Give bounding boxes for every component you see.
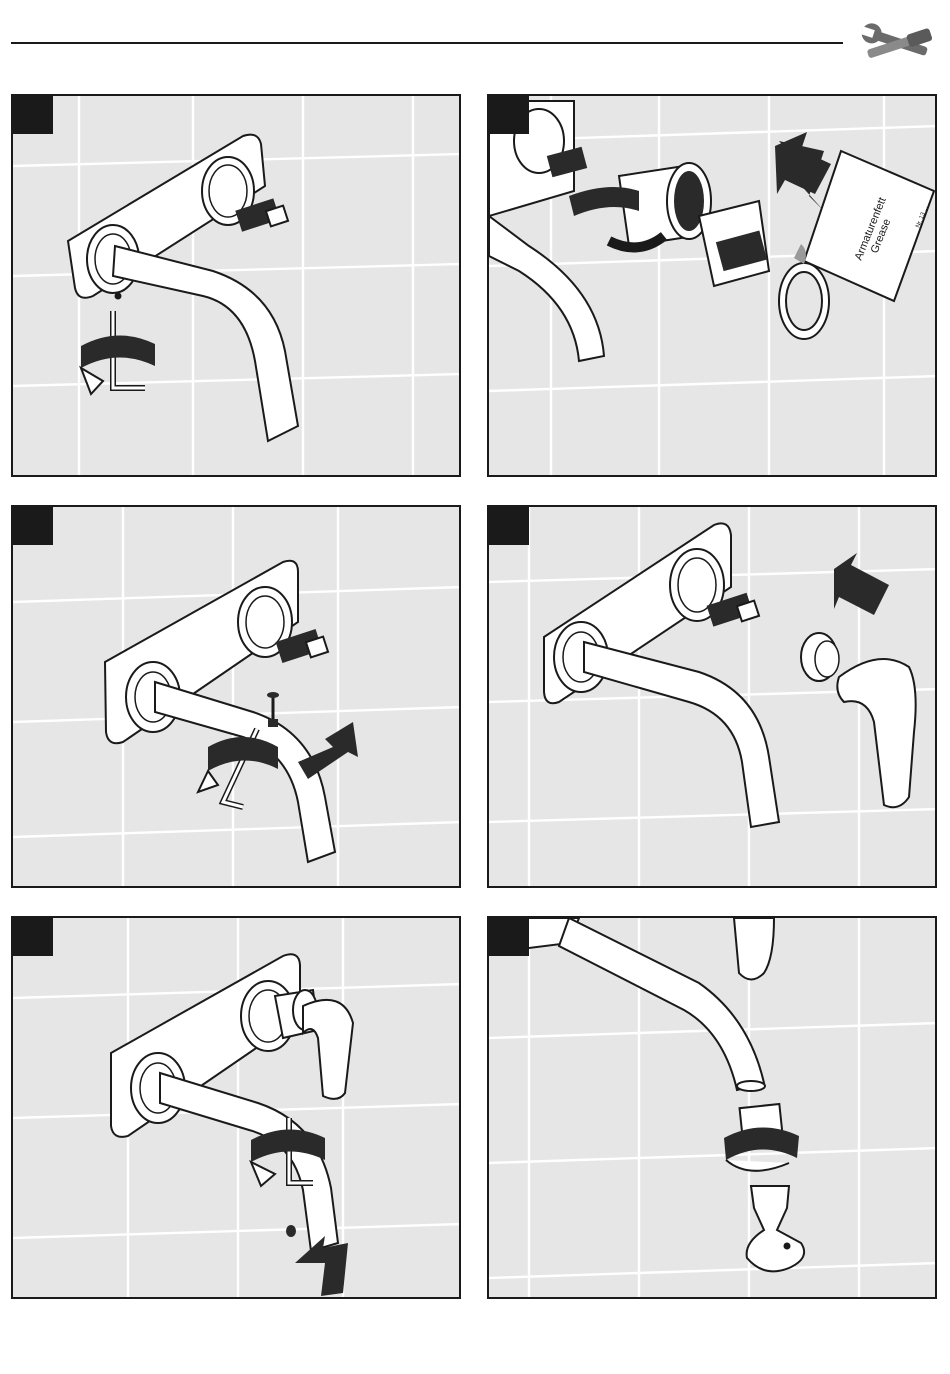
tools-icon <box>858 12 938 74</box>
step-number <box>13 96 53 134</box>
header-rule <box>11 42 843 44</box>
step-number <box>13 507 53 545</box>
step-panel-5 <box>11 916 461 1299</box>
step-panel-1 <box>11 94 461 477</box>
step-panel-6 <box>487 916 937 1299</box>
step-number <box>13 918 53 956</box>
step-panel-3 <box>11 505 461 888</box>
step-number <box>489 918 529 956</box>
step-number <box>489 96 529 134</box>
step-panel-4 <box>487 505 937 888</box>
step-panel-2: Armaturenfett Grease Nr. 13 ... <box>487 94 937 477</box>
step-number <box>489 507 529 545</box>
